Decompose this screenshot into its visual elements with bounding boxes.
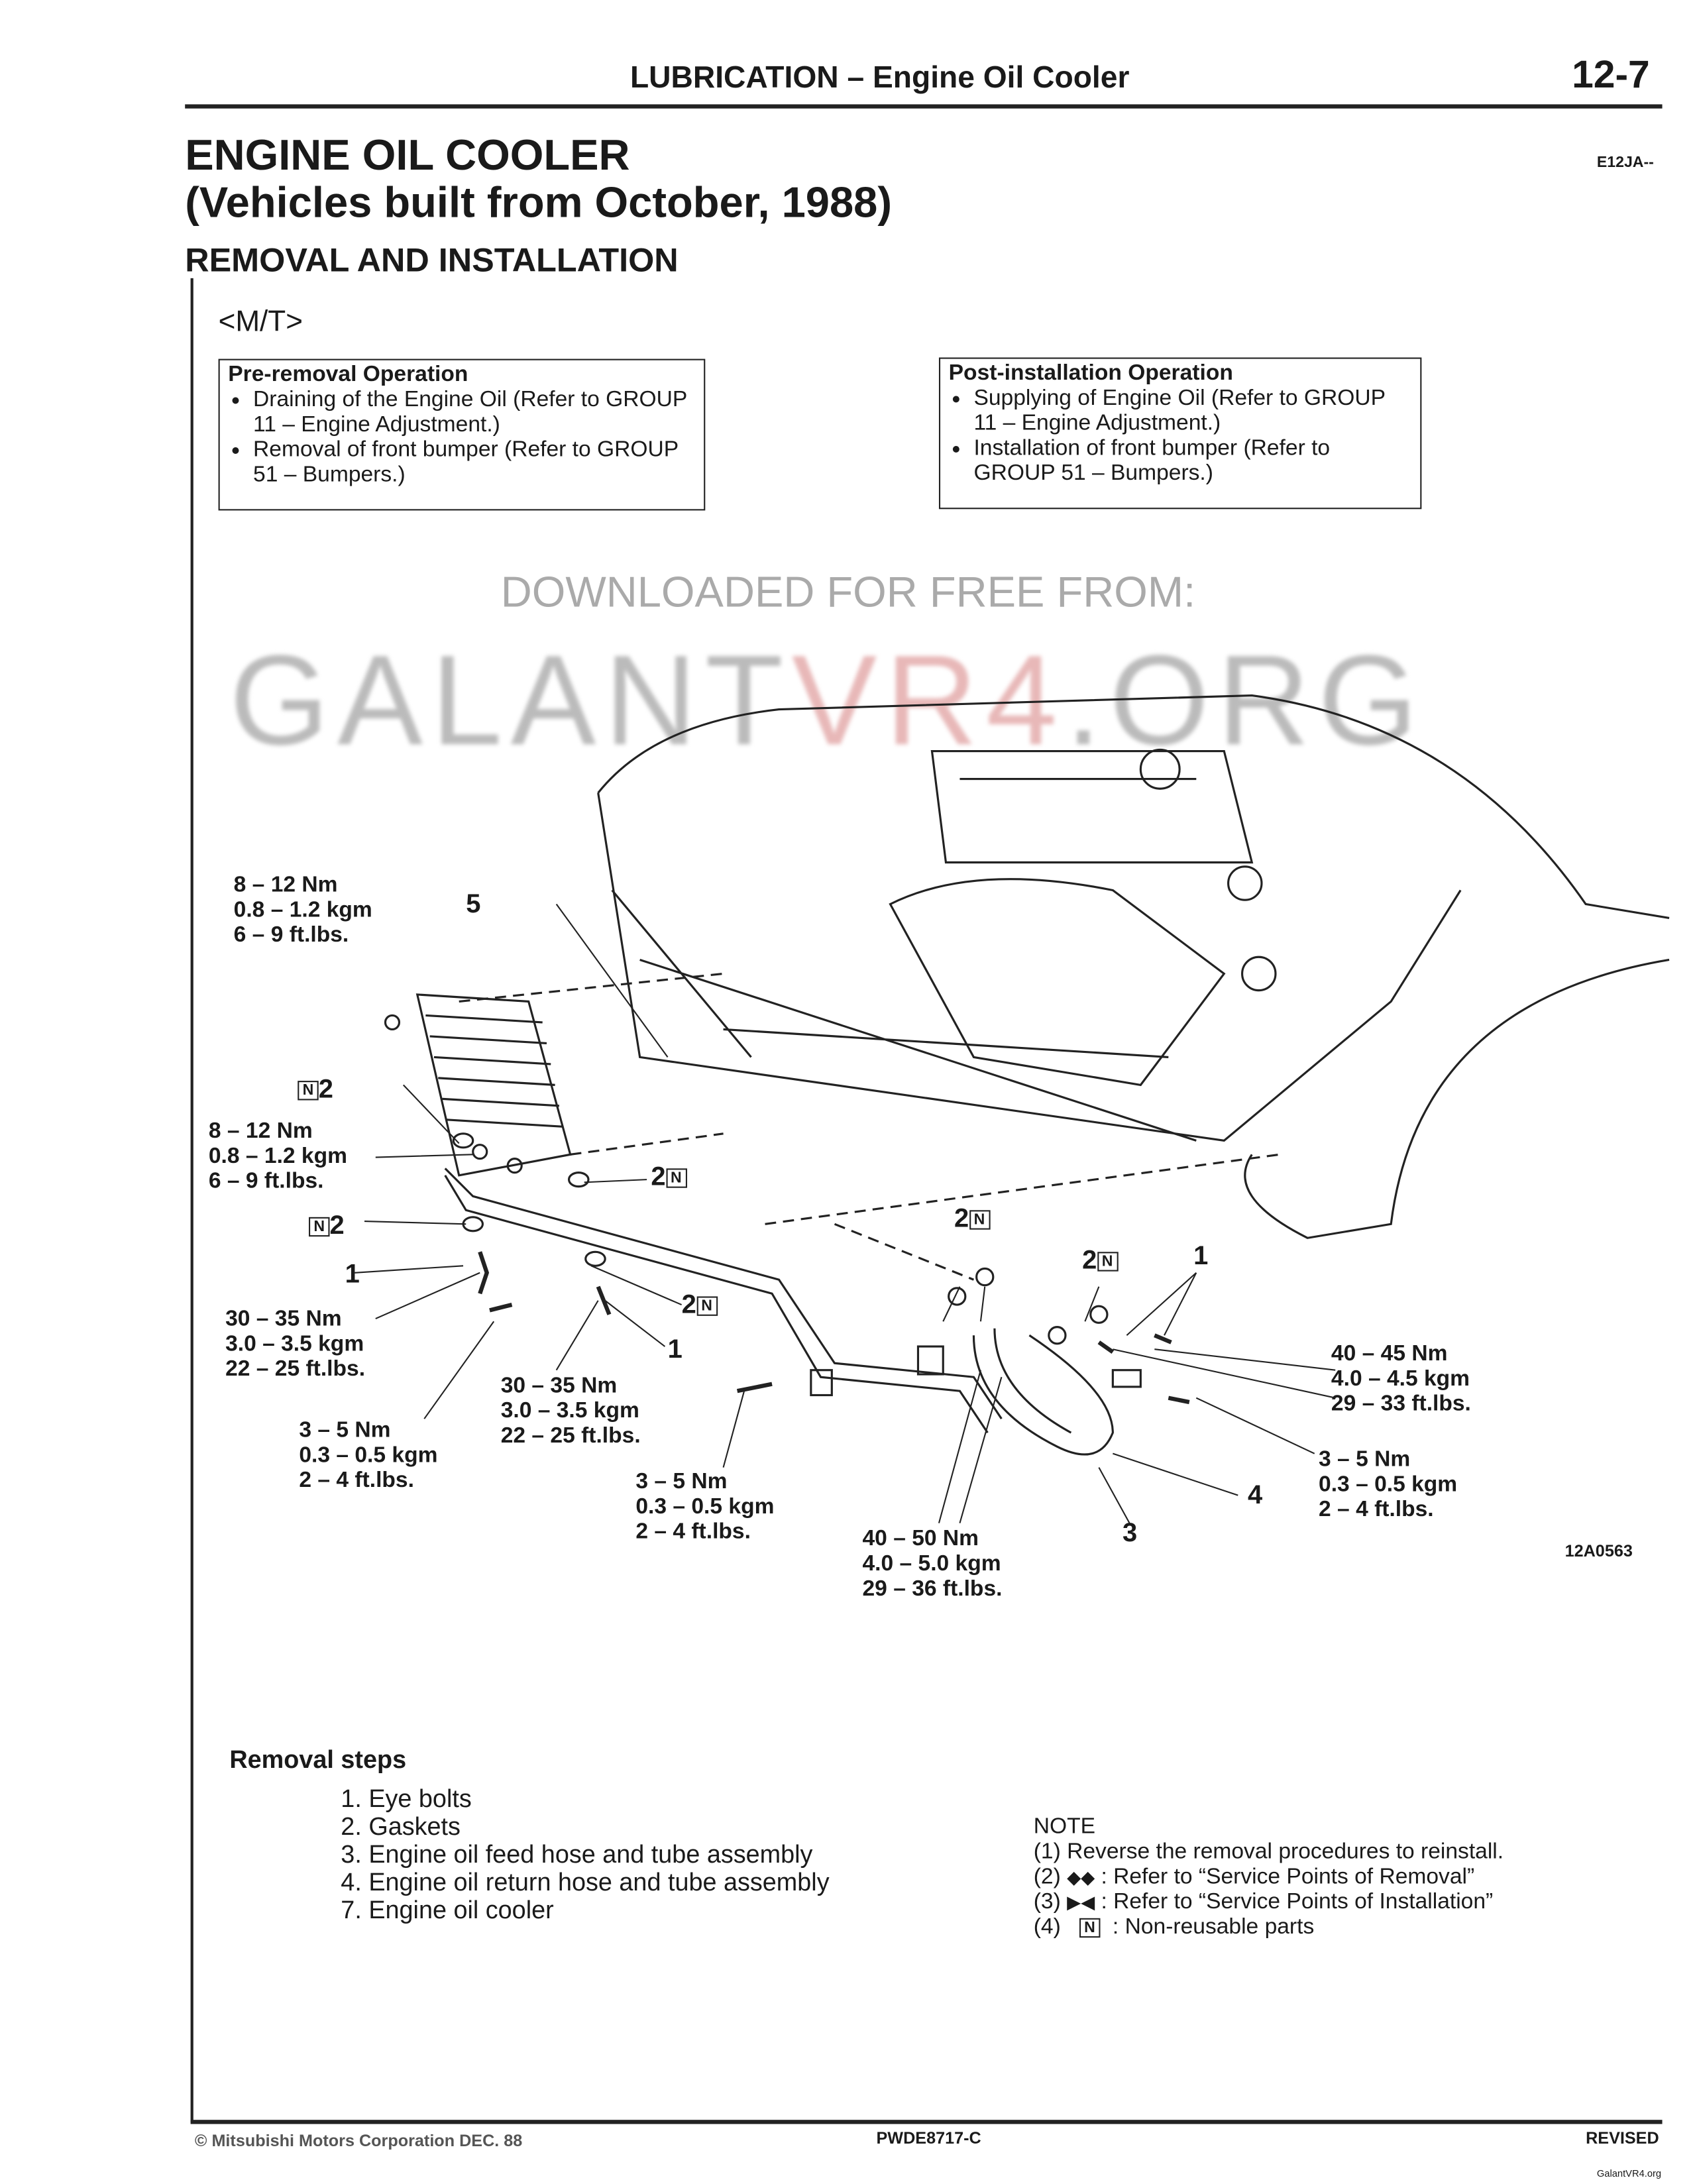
note-item: (4) N : Non-reusable parts [1033,1915,1315,1939]
removal-step: 2. Gaskets [341,1812,461,1841]
figure-code: 12A0563 [1564,1541,1633,1561]
pre-removal-item: Draining of the Engine Oil (Refer to GRO… [231,388,696,439]
section-code: E12JA-- [1596,154,1654,172]
hood-outline [597,694,1670,920]
header-rule [185,104,1663,109]
post-installation-heading: Post-installation Operation [948,361,1233,386]
callout-1-eyebolt: 1 [667,1335,683,1365]
frame-bottom [190,2120,1663,2124]
post-installation-box: Post-installation Operation Supplying of… [938,357,1422,510]
watermark-brand-c: .ORG [1066,629,1427,773]
pre-removal-heading: Pre-removal Operation [228,362,468,387]
watermark-brand-b: VR4 [791,629,1066,773]
engine [889,749,1254,1087]
note-block: NOTE (1) Reverse the removal procedures … [1034,1815,1504,1940]
callout-5: 5 [466,890,481,920]
oil-tube [444,1168,1003,1434]
callout-1-eyebolt: 1 [1193,1242,1209,1272]
page-title-sub: (Vehicles built from October, 1988) [185,178,893,227]
page-number: 12-7 [1572,52,1650,96]
non-reusable-icon: N [1079,1918,1101,1938]
footer-site: GalantVR4.org [1596,2169,1662,2180]
callout-1-eyebolt: 1 [345,1260,360,1289]
footer-revised: REVISED [1586,2128,1659,2148]
frame-left [190,278,193,2123]
pre-removal-item: Removal of front bumper (Refer to GROUP … [231,438,696,488]
removal-step: 1. Eye bolts [341,1784,472,1813]
oil-hose [972,1328,1114,1456]
removal-step: 3. Engine oil feed hose and tube assembl… [341,1840,813,1869]
watermark-brand: GALANTVR4.ORG [229,629,1426,775]
post-installation-item: Supplying of Engine Oil (Refer to GROUP … [952,387,1411,437]
removal-step: 7. Engine oil cooler [341,1896,554,1924]
watermark-line1: DOWNLOADED FOR FREE FROM: [500,567,1196,616]
removal-steps-heading: Removal steps [229,1745,407,1774]
pre-removal-box: Pre-removal Operation Draining of the En… [218,358,706,511]
watermark-brand-a: GALANT [229,629,792,773]
footer-doc-code: PWDE8717-C [876,2128,981,2148]
page-title: ENGINE OIL COOLER [185,131,630,180]
removal-steps-list: 1. Eye bolts 2. Gaskets 3. Engine oil fe… [341,1784,829,1924]
bumper-line [1244,958,1670,1239]
callout-4: 4 [1247,1481,1263,1511]
note-item: (1) Reverse the removal procedures to re… [1033,1840,1504,1864]
variant-label: <M/T> [218,305,303,339]
note-item: (2) ◆◆ : Refer to “Service Points of Rem… [1033,1865,1475,1889]
footer-copyright: © Mitsubishi Motors Corporation DEC. 88 [194,2130,523,2151]
subtitle: REMOVAL AND INSTALLATION [185,242,679,280]
post-installation-item: Installation of front bumper (Refer to G… [952,437,1411,487]
note-heading: NOTE [1033,1815,1096,1839]
body-lines [611,889,1197,1142]
section-header: LUBRICATION – Engine Oil Cooler [630,60,1130,95]
removal-arrows-icon: ◆◆ [1067,1867,1095,1888]
callout-3: 3 [1122,1519,1138,1549]
note-item: (3) ▶◀ : Refer to “Service Points of Ins… [1033,1890,1494,1914]
installation-arrows-icon: ▶◀ [1067,1891,1095,1913]
removal-step: 4. Engine oil return hose and tube assem… [341,1868,830,1896]
